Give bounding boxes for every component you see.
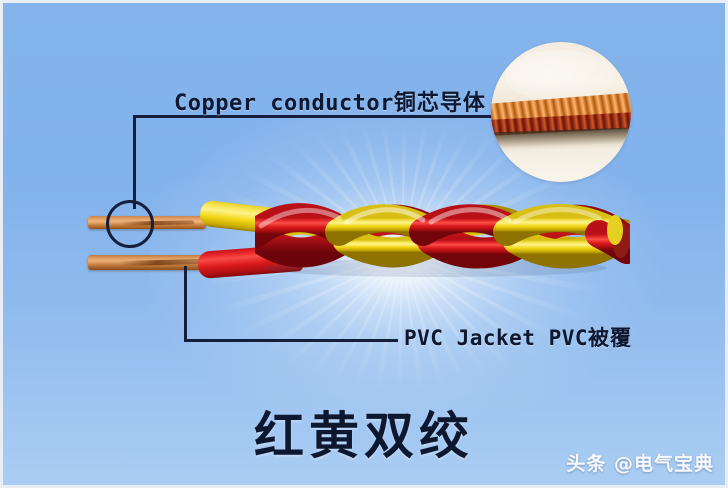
pvc-leader-vertical	[184, 266, 187, 341]
pvc-leader-horizontal	[184, 339, 398, 342]
inset-highlight	[505, 50, 615, 102]
watermark: 头条 @电气宝典	[566, 453, 714, 475]
magnified-copper-strands-inset	[491, 42, 631, 182]
label-copper-conductor: Copper conductor铜芯导体	[174, 85, 486, 117]
label-pvc-jacket: PVC Jacket PVC被覆	[404, 322, 632, 352]
twisted-pair-cable	[255, 188, 630, 288]
label-pvc-jacket-cjk: 被覆	[588, 326, 633, 350]
copper-leader-vertical	[133, 117, 136, 209]
label-pvc-jacket-latin: PVC Jacket PVC	[404, 326, 589, 350]
label-copper-conductor-cjk: 铜芯导体	[393, 91, 486, 116]
inset-shadow-band	[491, 127, 631, 153]
label-copper-conductor-latin: Copper conductor	[174, 91, 394, 116]
page-title: 红黄双绞	[254, 407, 474, 465]
circle-highlight-icon	[106, 200, 154, 248]
copper-leader-horizontal	[133, 115, 501, 118]
